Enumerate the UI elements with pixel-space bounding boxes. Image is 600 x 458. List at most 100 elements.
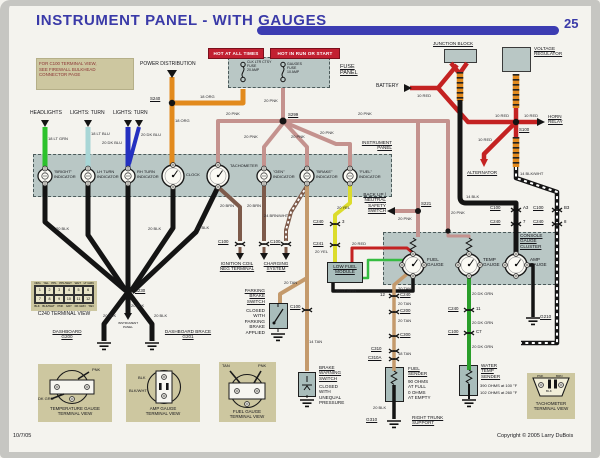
connector-pin-11: 11: [476, 306, 481, 311]
fuel-indicator-label: "FUEL" INDICATOR: [359, 169, 381, 179]
splice-s221: S221: [421, 201, 432, 206]
alternator-label: ALTERNATOR: [467, 170, 498, 175]
tv-tach-blk: BLK: [546, 389, 552, 393]
water-temp-spec1: 390 OHMS at 100 °F: [480, 383, 518, 388]
power-distribution-label: POWER DISTRIBUTION: [140, 61, 196, 67]
wire-label-18ltgrn: 18 LT GRN: [48, 136, 68, 141]
connector-pin-12: 12: [380, 292, 385, 297]
hatched-brn-wht-wire: [284, 184, 309, 241]
gen-indicator-label: "GEN" INDICATOR: [273, 169, 295, 179]
tv-temp-dkgrn: DK GRN: [38, 396, 54, 401]
switch-symbols: [272, 303, 312, 398]
splice-s299: S299: [288, 112, 299, 117]
splice-dots: [124, 99, 520, 296]
brake-warning-switch-label: BRAKE WARNING SWITCH: [319, 365, 342, 381]
connector-c100-brake: C100: [290, 304, 301, 309]
wire-label-20blk-6: 20 BLK: [131, 303, 145, 308]
connector-c310a: C310A: [368, 355, 382, 360]
wire-label-14tan: 14 TAN: [309, 339, 323, 344]
low-fuel-module-box: [327, 262, 363, 283]
fuse-clk-label: CLK LTR CTSY FUSE 20 AMP: [247, 60, 272, 73]
wire-label-20pnk-6: 20 PNK: [358, 111, 372, 116]
tan-wires: [278, 185, 409, 371]
tachometer-label: TACHOMETER: [230, 163, 258, 168]
connector-c300: C300: [400, 332, 411, 337]
fuel-sender-desc: 90 OHMS AT FULL 0 OHMS AT EMPTY: [408, 379, 431, 401]
voltage-regulator-label: VOLTAGE REGULATOR: [534, 46, 563, 57]
wire-label-20dkgrn-3: 20 DK GRN: [472, 344, 494, 349]
wire-label-20yel-2: 20 YEL: [315, 249, 329, 254]
fuse-panel-label: FUSE PANEL: [340, 64, 358, 77]
wire-label-18ltblu: 18 LT BLU: [91, 131, 110, 136]
ground-g310: G310: [366, 417, 378, 422]
connector-c240-yellow: C240: [313, 219, 324, 224]
lh-turn-indicator-label: LH TURN INDICATOR: [97, 169, 119, 179]
wire-label-20brn-2: 20 BRN: [247, 203, 262, 208]
yellow-wire: [333, 184, 352, 262]
fuse-panel-box: [228, 57, 330, 88]
battery-label: BATTERY: [376, 83, 399, 89]
connector-c200: C200: [400, 308, 411, 313]
wire-label-20tan-1: 20 TAN: [284, 280, 298, 285]
page-number: 25: [564, 16, 579, 31]
page-title: INSTRUMENT PANEL - WITH GAUGES: [36, 12, 327, 29]
wire-label-10red-3: 10 RED: [524, 113, 539, 118]
ground-g200: DASHBOARD G200: [52, 329, 82, 340]
connector-pin-8: 8: [564, 219, 567, 224]
connector-c240-green: C240: [448, 306, 459, 311]
connector-c240-amp: C240: [490, 219, 501, 224]
wire-label-20pnk-4: 20 PNK: [291, 134, 305, 139]
tv-amp-title: AMP GAUGE TERMINAL VIEW: [145, 406, 181, 417]
parking-brake-desc: CLOSED WITH PARKING BRAKE APPLIED: [244, 308, 265, 335]
terminal-view-glyphs: [49, 369, 570, 409]
copyright-text: Copyright © 2005 Larry DuBois: [497, 433, 574, 439]
horn-relay-label: HORN RELAY: [548, 114, 563, 125]
water-temp-spec2: 102 OHMS at 260 °F: [480, 390, 518, 395]
hatched-blk-wht-wire: [513, 167, 560, 346]
junction-block-box: [444, 49, 477, 63]
orange-wires: [169, 77, 246, 165]
wire-label-20pnk-2: 20 PNK: [226, 111, 240, 116]
wire-label-20red: 20 RED: [352, 241, 367, 246]
c240-terminal-view-title: C240 TERMINAL VIEW: [37, 311, 91, 317]
wire-label-20ltgrn: 20 LT GRN: [336, 288, 356, 293]
bright-indicator-label: "BRIGHT" INDICATOR: [54, 169, 76, 179]
wire-label-20dkblu-2: 20 DK BLU: [141, 132, 162, 137]
connector-c240-tan: C240: [400, 292, 411, 297]
connector-c241: C241: [313, 241, 324, 246]
banner-hot-at-all-times: HOT AT ALL TIMES: [208, 48, 264, 59]
tv-fuel-title: FUEL GAUGE TERMINAL VIEW: [229, 409, 265, 420]
wire-label-20brn-1: 20 BRN: [220, 203, 235, 208]
connector-pin-c7: C7: [476, 329, 482, 334]
charging-system-label: CHARGING SYSTEM: [263, 261, 289, 272]
wire-label-20tan-3: 20 TAN: [398, 301, 412, 306]
fuel-sender-label: FUEL SENDER: [408, 366, 428, 377]
connector-c100-hatched: C100: [533, 205, 544, 210]
tv-temp-pnk: PNK: [92, 367, 101, 372]
backup-neutral-switch-label: BACK UP / NEUTRAL SAFETY SWITCH: [363, 192, 386, 214]
wire-label-20blk-2: 20 BLK: [148, 226, 162, 231]
connector-c100-green: C100: [448, 329, 459, 334]
wire-label-20tan-2: 20 TAN: [398, 286, 412, 291]
ground-g210: G210: [540, 314, 552, 319]
right-trunk-support-label: RIGHT TRUNK SUPPORT: [412, 415, 444, 426]
connector-c100-ign: C100: [218, 239, 229, 244]
black-wires: [42, 100, 535, 419]
wire-label-18org-2: 18 ORG: [200, 94, 215, 99]
wire-label-20blk-7: 20 BLK: [373, 405, 387, 410]
tv-temp-title: TEMPERATURE GAUGE TERMINAL VIEW: [50, 406, 100, 417]
connector-pin-7: 7: [523, 219, 526, 224]
console-gauge-cluster-label: CONSOLE GAUGE CLUSTER: [520, 233, 543, 249]
wire-label-20dkblu-1: 20 DK BLU: [102, 140, 123, 145]
date-stamp: 10/7/05: [13, 433, 32, 439]
wire-label-18tan: 18 TAN: [398, 351, 412, 356]
green-wires: [363, 258, 471, 370]
splice-s240: S240: [150, 96, 161, 101]
water-temp-sender-label: WATER TEMP SENDER: [481, 363, 501, 379]
tv-amp-blkwht: BLK/WHT: [129, 388, 147, 393]
splice-s100: S100: [519, 127, 530, 132]
ignition-coil-label: IGNITION COIL NEG TERMINAL: [219, 261, 255, 272]
connector-pin-a3: A3: [523, 205, 529, 210]
